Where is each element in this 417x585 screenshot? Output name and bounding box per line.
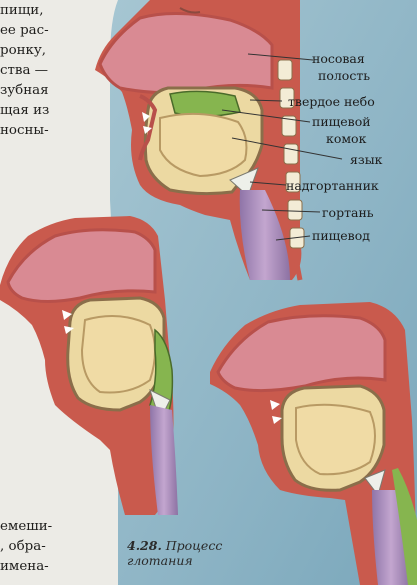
figure-title: Процесс (166, 538, 223, 553)
label-food-bolus-1: пищевой (312, 114, 371, 129)
label-nasal-cavity-2: полость (318, 68, 370, 83)
label-nasal-cavity-1: носовая (312, 51, 365, 66)
label-tongue: язык (350, 152, 382, 167)
label-epiglottis: надгортанник (286, 178, 379, 193)
figure-number: 4.28. (127, 538, 162, 553)
label-hard-palate: твердое небо (288, 94, 375, 109)
head-diagram-2 (0, 216, 178, 515)
label-esophagus: пищевод (312, 228, 370, 243)
label-food-bolus-2: комок (326, 131, 366, 146)
figure-caption: 4.28. Процесс глотания (127, 538, 222, 568)
label-larynx: гортань (322, 205, 374, 220)
figure-title-line2: глотания (127, 553, 193, 568)
